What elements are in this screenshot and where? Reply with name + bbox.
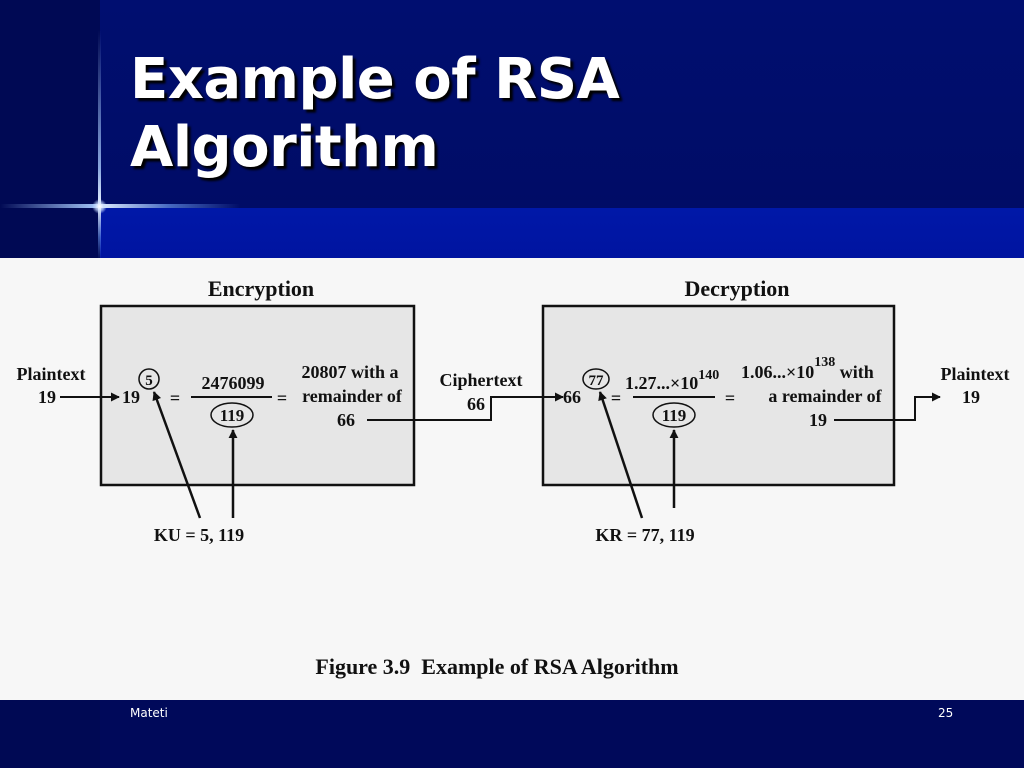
- enc-quotient-line1: 20807 with a: [301, 362, 398, 382]
- enc-quotient-line3: 66: [337, 410, 355, 430]
- light-flare-vertical: [98, 30, 101, 260]
- output-arrow: [834, 392, 941, 421]
- output-plaintext-value: 19: [962, 387, 980, 407]
- kr-exponent-arrow: [598, 391, 644, 519]
- enc-quotient-line2: remainder of: [302, 386, 403, 406]
- output-plaintext-label: Plaintext: [941, 364, 1010, 384]
- dec-modulus: 119: [662, 406, 687, 425]
- dec-quotient-mantissa: 1.06...×10: [741, 362, 814, 382]
- dec-exponent-circle: [582, 368, 610, 390]
- dec-power-mantissa-text: 1.27...×10: [625, 373, 698, 393]
- enc-base: 19: [122, 387, 140, 407]
- dec-modulus-circle: [652, 402, 696, 428]
- dec-power-mantissa: 1.27...×10140: [625, 368, 719, 393]
- enc-equals-2: =: [277, 388, 287, 408]
- dec-equals-1: =: [611, 388, 621, 408]
- slide-title: Example of RSA Algorithm: [130, 46, 950, 182]
- dec-quotient-line1: 1.06...×10138 with: [741, 355, 874, 382]
- footer-page-number: 25: [938, 706, 954, 720]
- rsa-diagram: Encryption Decryption Plaintext 19 19 5 …: [17, 276, 1010, 679]
- dec-exponent: 77: [589, 373, 605, 389]
- dec-power-exponent: 140: [698, 368, 719, 383]
- accent-band: [100, 208, 1024, 258]
- ciphertext-label: Ciphertext: [440, 370, 523, 390]
- dec-quotient-line2: a remainder of: [768, 386, 882, 406]
- enc-equals-1: =: [170, 388, 180, 408]
- enc-modulus-circle: [210, 402, 254, 428]
- dec-base: 66: [563, 387, 581, 407]
- light-flare-horizontal: [0, 204, 240, 208]
- enc-exponent-circle: [138, 368, 160, 390]
- slide-title-line1: Example of RSA: [130, 47, 620, 112]
- encryption-heading: Encryption: [208, 276, 314, 301]
- ku-exponent-arrow: [152, 391, 202, 519]
- kr-key-label: KR = 77, 119: [595, 525, 694, 545]
- slide-title-line2: Algorithm: [130, 115, 439, 180]
- dec-equals-2: =: [725, 388, 735, 408]
- input-plaintext-label: Plaintext: [17, 364, 86, 384]
- light-flare-center: [92, 199, 107, 214]
- footer-author: Mateti: [130, 706, 168, 720]
- ciphertext-value: 66: [467, 394, 485, 414]
- ku-key-label: KU = 5, 119: [154, 525, 244, 545]
- enc-power-value: 2476099: [202, 373, 265, 393]
- enc-exponent: 5: [145, 373, 153, 389]
- decryption-heading: Decryption: [684, 276, 789, 301]
- input-plaintext-value: 19: [38, 387, 56, 407]
- dec-quotient-line3: 19: [809, 410, 827, 430]
- enc-modulus: 119: [220, 406, 245, 425]
- figure-panel: Encryption Decryption Plaintext 19 19 5 …: [0, 258, 1024, 700]
- ciphertext-arrow: [367, 392, 564, 421]
- decryption-box: [541, 304, 896, 487]
- figure-caption: Figure 3.9 Example of RSA Algorithm: [315, 654, 678, 679]
- dec-quotient-with: with: [835, 362, 874, 382]
- dec-quotient-exponent: 138: [814, 355, 835, 370]
